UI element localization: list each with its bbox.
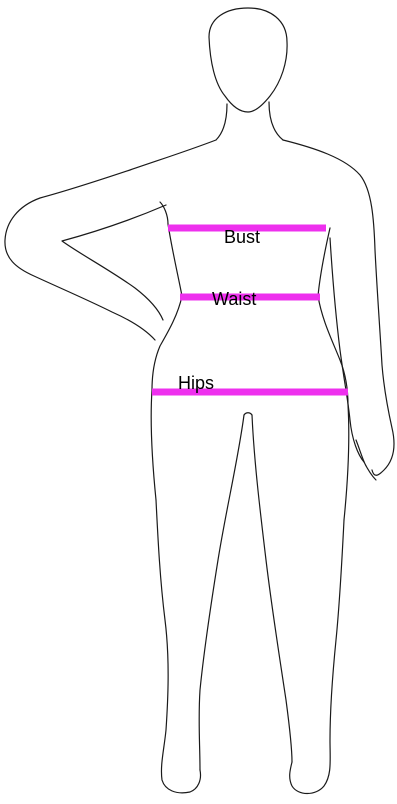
- right-arm-outer: [283, 140, 394, 475]
- right-arm-inner: [330, 238, 364, 462]
- left-arm-outer: [5, 140, 216, 340]
- body-outline: [5, 8, 394, 794]
- right-leg-inner: [252, 415, 292, 762]
- measurement-markers: Bust Waist Hips: [152, 227, 348, 393]
- torso-right: [318, 228, 349, 520]
- waist-label: Waist: [212, 289, 256, 309]
- left-arm-inner: [62, 205, 166, 320]
- left-leg-inner: [199, 415, 244, 770]
- neck-left: [216, 104, 227, 140]
- right-leg-outer: [290, 520, 344, 794]
- head-outline: [209, 8, 287, 112]
- bust-label: Bust: [224, 227, 260, 247]
- hips-label: Hips: [178, 373, 214, 393]
- torso-left: [151, 224, 182, 500]
- left-leg-outer: [156, 500, 201, 793]
- crotch-line: [244, 413, 252, 415]
- neck-right: [269, 102, 283, 140]
